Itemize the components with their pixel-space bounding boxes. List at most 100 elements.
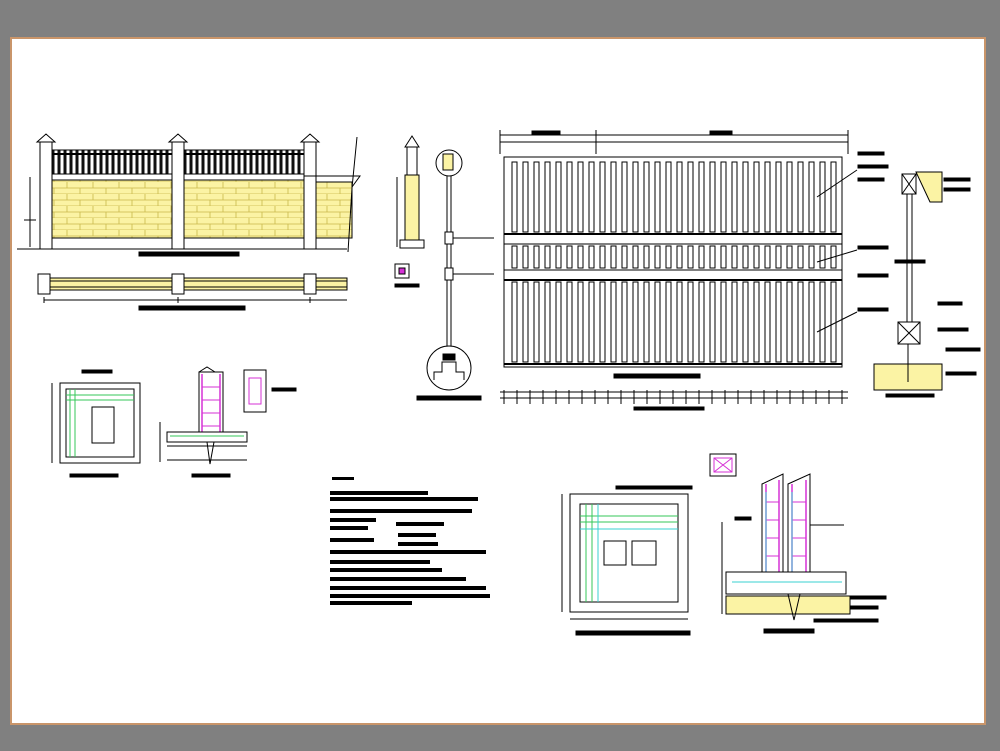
gate-bar	[720, 245, 727, 269]
notes-block	[330, 477, 490, 605]
gate-bar	[797, 161, 804, 233]
gate-bar	[654, 281, 661, 363]
gate-hinge-post	[416, 149, 494, 401]
gate-bar	[599, 281, 606, 363]
gate-bar	[511, 161, 518, 233]
brick-panel	[315, 181, 353, 239]
gate-bar	[731, 281, 738, 363]
gate-bar	[709, 161, 716, 233]
gate-bar	[654, 245, 661, 269]
gate-bar	[665, 161, 672, 233]
gate-bar	[830, 281, 837, 363]
gate-bar	[819, 281, 826, 363]
gate-bar	[643, 281, 650, 363]
gate-bar	[742, 245, 749, 269]
large-footing-section	[709, 453, 887, 634]
gate-bar	[786, 161, 793, 233]
gate-bar	[599, 161, 606, 233]
column-section	[394, 135, 425, 288]
gate-bar	[775, 161, 782, 233]
gate-bar	[632, 245, 639, 269]
gate-bar	[533, 281, 540, 363]
gate-plan-ticks	[503, 390, 843, 404]
gate-bar	[676, 281, 683, 363]
gate-bar	[621, 161, 628, 233]
gate-bar	[764, 161, 771, 233]
small-footing-plan	[51, 369, 141, 478]
gate-bar	[610, 281, 617, 363]
gate-bar	[797, 245, 804, 269]
gate-bar	[753, 245, 760, 269]
gate-bar	[698, 161, 705, 233]
gate-bar	[819, 161, 826, 233]
gate-bar	[544, 281, 551, 363]
wall-column	[171, 141, 185, 250]
gate-bar	[709, 281, 716, 363]
gate-bar	[676, 161, 683, 233]
gate-elevation	[499, 130, 889, 379]
gate-bar	[566, 245, 573, 269]
gate-bar	[665, 281, 672, 363]
wall-column	[303, 141, 317, 250]
gate-bar	[687, 161, 694, 233]
gate-bar	[775, 245, 782, 269]
gate-bar	[709, 245, 716, 269]
gate-bar	[819, 245, 826, 269]
wall-plan	[37, 273, 348, 311]
gate-bar	[698, 245, 705, 269]
gate-bar	[577, 161, 584, 233]
gate-bar	[731, 161, 738, 233]
wall-column	[39, 141, 53, 250]
gate-bar	[808, 161, 815, 233]
gate-bar	[533, 161, 540, 233]
large-footing-plan	[561, 485, 693, 636]
gate-bar	[753, 281, 760, 363]
brick-panel	[183, 179, 305, 239]
gate-bar	[544, 161, 551, 233]
gate-bar	[643, 161, 650, 233]
gate-bar	[764, 281, 771, 363]
gate-side-section	[873, 171, 981, 398]
gate-bar	[720, 281, 727, 363]
gate-bar	[610, 161, 617, 233]
gate-bar	[621, 281, 628, 363]
small-footing-section	[159, 366, 297, 478]
gate-bar	[566, 281, 573, 363]
gate-bar	[577, 245, 584, 269]
gate-bar	[731, 245, 738, 269]
gate-bar	[808, 281, 815, 363]
gate-bar	[555, 161, 562, 233]
gate-bar	[511, 281, 518, 363]
cad-drawing	[17, 130, 981, 636]
gate-bar	[577, 281, 584, 363]
gate-bar	[632, 281, 639, 363]
gate-bar	[621, 245, 628, 269]
gate-bar	[786, 281, 793, 363]
gate-bar	[720, 161, 727, 233]
gate-bar	[698, 281, 705, 363]
gate-bar	[797, 281, 804, 363]
gate-bar	[786, 245, 793, 269]
gate-bar	[599, 245, 606, 269]
gate-bar	[753, 161, 760, 233]
wall-elevation	[17, 133, 361, 257]
gate-bar	[588, 161, 595, 233]
gate-bar	[632, 161, 639, 233]
gate-bar	[665, 245, 672, 269]
gate-bar	[522, 161, 529, 233]
gate-bar	[742, 281, 749, 363]
gate-bar	[687, 245, 694, 269]
drawing-sheet	[10, 37, 986, 725]
gate-bar	[830, 161, 837, 233]
gate-bar	[588, 245, 595, 269]
gate-bar	[522, 245, 529, 269]
gate-plan	[500, 390, 848, 411]
gate-bar	[676, 245, 683, 269]
gate-bars	[511, 161, 837, 363]
gate-bar	[555, 245, 562, 269]
gate-bar	[687, 281, 694, 363]
gate-bar	[533, 245, 540, 269]
gate-bar	[555, 281, 562, 363]
gate-bar	[742, 161, 749, 233]
gate-bar	[544, 245, 551, 269]
